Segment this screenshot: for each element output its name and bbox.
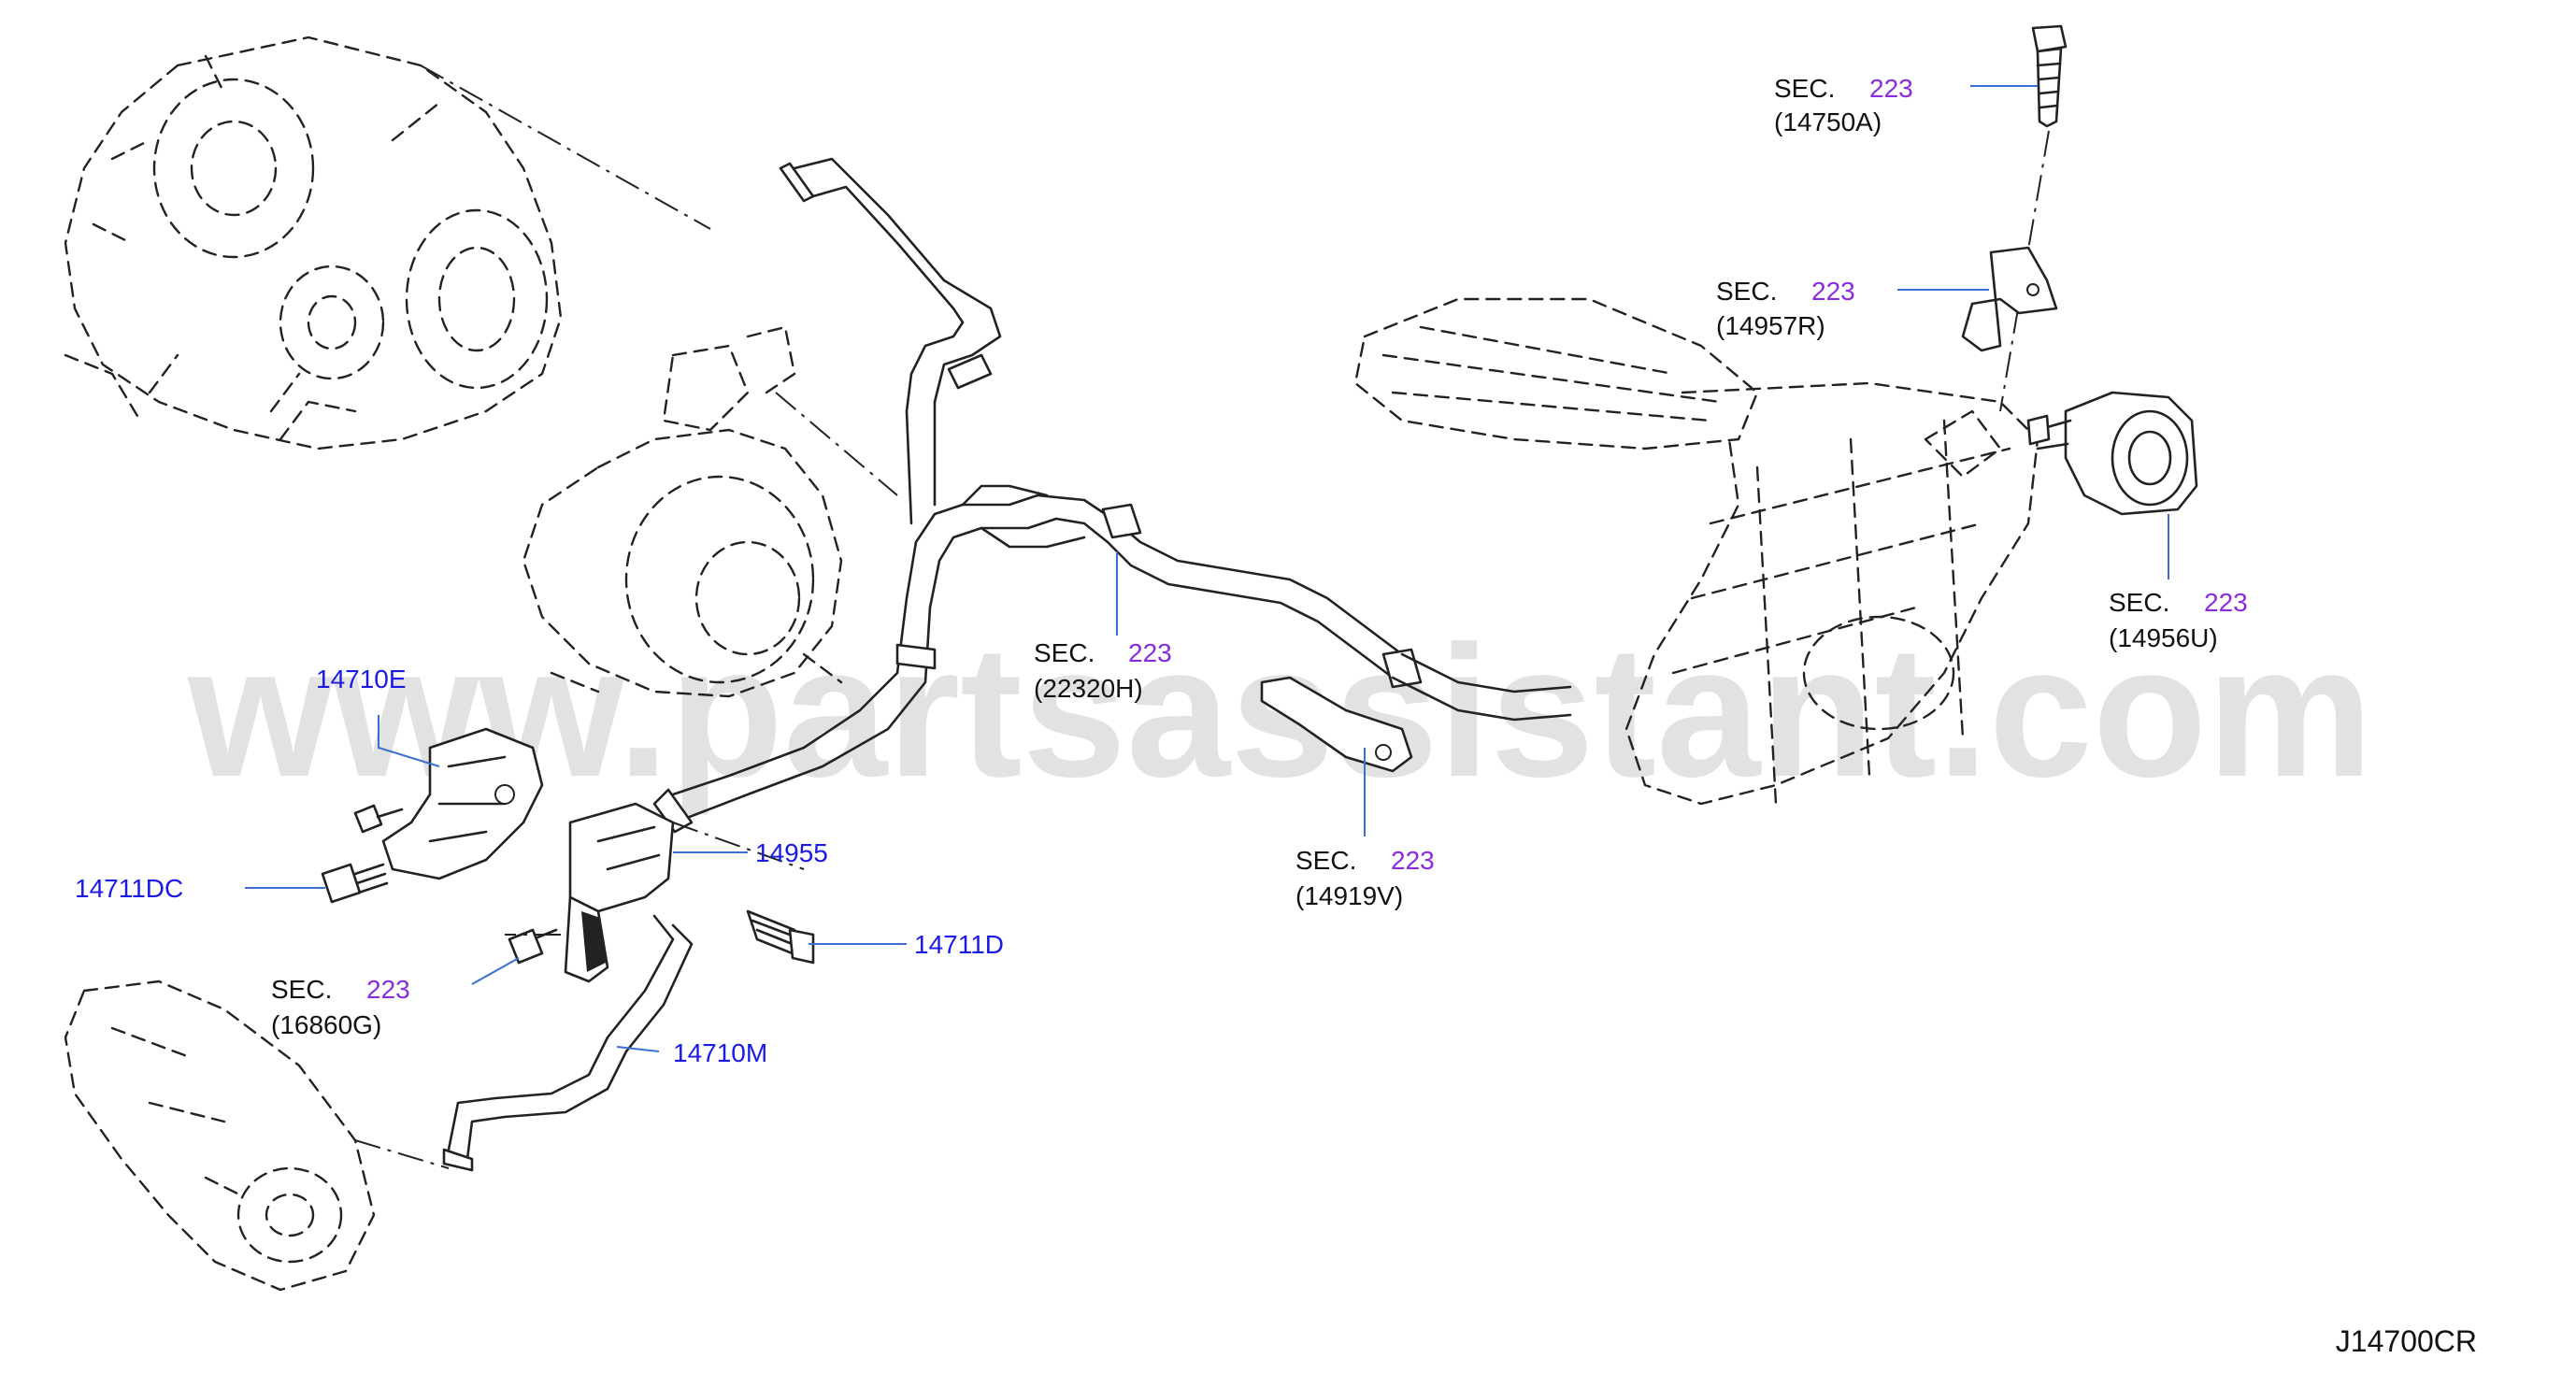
sec-part: (14957R) [1716,311,1825,340]
stud-upper [353,804,404,834]
section-ref-14919v[interactable]: SEC. 223 (14919V) [1295,846,1435,910]
valve-14955 [564,802,675,983]
diagram-id: J14700CR [2336,1324,2477,1358]
hose-14710m [442,914,694,1172]
leader-lines [245,85,2169,1052]
engine-top-left [64,36,563,450]
sec-number[interactable]: 223 [1128,638,1172,667]
sec-part: (14956U) [2109,623,2218,652]
callout-14955[interactable]: 14955 [755,838,828,867]
bolt-16860g [508,928,558,965]
engine-bottom-left [64,979,376,1292]
sec-prefix: SEC. [1034,638,1095,667]
branch-hose [961,484,1572,722]
sec-number[interactable]: 223 [1391,846,1435,875]
reference-line [775,392,898,496]
bolt-14711dc [321,863,389,904]
sec-part: (14919V) [1295,881,1403,910]
sec-prefix: SEC. [2109,588,2169,617]
bracket-14919v [1260,676,1413,773]
reference-line [505,822,805,936]
callout-14710e[interactable]: 14710E [316,665,407,694]
sec-prefix: SEC. [1716,277,1777,306]
callout-14710m[interactable]: 14710M [673,1038,767,1067]
bracket-14710e [381,727,544,880]
sec-part: (22320H) [1034,674,1143,703]
bracket-14957r [1961,246,2058,352]
reference-line [420,64,711,230]
reference-line [354,1139,450,1169]
sec-number[interactable]: 223 [1811,277,1855,306]
sec-number[interactable]: 223 [1869,74,1913,103]
sec-prefix: SEC. [1774,74,1835,103]
callout-14711dc[interactable]: 14711DC [75,874,183,903]
callout-14711d[interactable]: 14711D [914,930,1004,959]
engine-right [1353,297,2039,806]
sec-prefix: SEC. [271,975,332,1004]
upper-coolant-hose [779,157,1002,413]
section-ref-14750a[interactable]: SEC. 223 (14750A) [1774,74,1913,136]
throttle-body-14956u [2026,391,2198,516]
engine-center [522,325,843,698]
sec-number[interactable]: 223 [366,975,410,1004]
main-coolant-hose [652,400,983,834]
bolt-14750a [2031,24,2068,128]
sec-prefix: SEC. [1295,846,1356,875]
sec-part: (14750A) [1774,107,1882,136]
section-ref-22320h[interactable]: SEC. 223 (22320H) [1034,638,1172,703]
section-ref-14957r[interactable]: SEC. 223 (14957R) [1716,277,1855,340]
bolt-14711d [746,909,815,965]
section-ref-14956u[interactable]: SEC. 223 (14956U) [2109,588,2248,652]
section-ref-16860g[interactable]: SEC. 223 (16860G) [271,975,410,1039]
sec-part: (16860G) [271,1010,381,1039]
sec-number[interactable]: 223 [2204,588,2248,617]
